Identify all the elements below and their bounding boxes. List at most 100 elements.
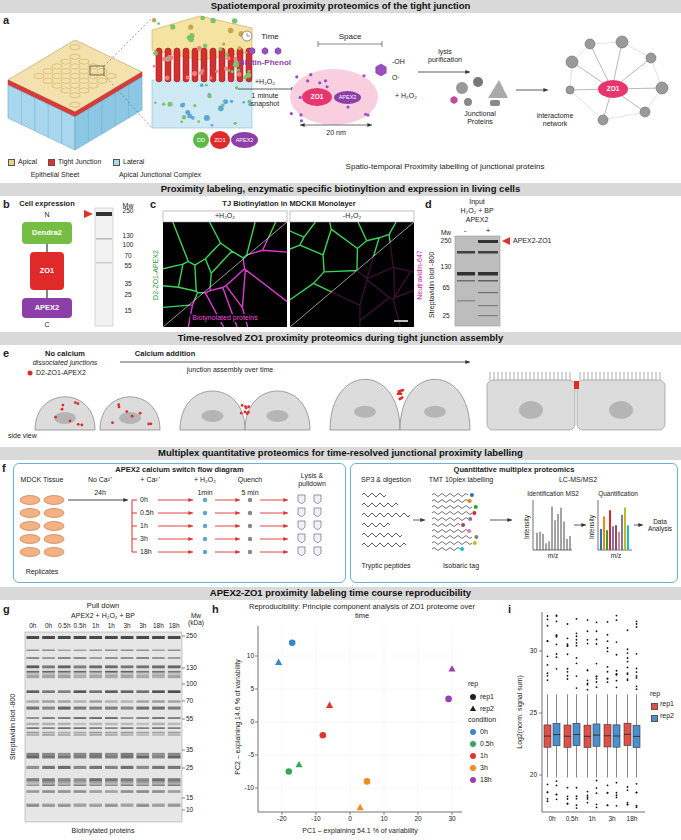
- zo1-dot: [74, 401, 77, 404]
- nucleus: [424, 406, 446, 418]
- legend-label: 1h: [480, 752, 488, 760]
- outlier: [627, 652, 629, 654]
- biotin-tag: [451, 96, 458, 104]
- protein-dot: [152, 18, 156, 22]
- tick: [539, 713, 542, 714]
- protein-dot: [180, 120, 183, 123]
- labelled-peptide: [432, 494, 468, 497]
- tube: [298, 495, 305, 504]
- box: [564, 725, 571, 747]
- arrow-line: [516, 90, 548, 91]
- cell-outline: [70, 45, 80, 51]
- arrow-head: [507, 518, 512, 522]
- figure-label: 20 nm: [326, 129, 345, 137]
- microvillus: [510, 372, 511, 380]
- tj-strand: [174, 48, 180, 82]
- culture-dish: [20, 548, 40, 557]
- tj-strand: [210, 48, 216, 82]
- outlier: [627, 678, 629, 680]
- blot-band: [136, 778, 149, 781]
- blot-band: [136, 675, 149, 678]
- blot-band: [74, 727, 87, 729]
- outlier: [596, 663, 598, 665]
- blot-band: [136, 734, 149, 736]
- blot-band: [42, 717, 55, 719]
- pca-point: [289, 640, 296, 647]
- figure-label: 130: [441, 263, 452, 270]
- pca-point: [357, 804, 364, 810]
- network-node: [656, 82, 668, 94]
- protein-shape: [473, 77, 483, 87]
- protein-dot: [204, 115, 210, 121]
- blot-band: [136, 636, 149, 639]
- peptide: [362, 523, 390, 527]
- band-arrowhead: [502, 237, 510, 245]
- blot-band: [105, 667, 118, 669]
- figure-label: Isobaric tag: [443, 562, 479, 570]
- clock-hand: [247, 36, 250, 37]
- microvillus: [580, 372, 581, 380]
- split-line: [290, 222, 414, 327]
- figure-label: 250: [123, 207, 134, 214]
- zoom-line: [104, 18, 152, 66]
- figure-label: -20: [277, 815, 286, 822]
- zo1-dot: [139, 412, 142, 415]
- zo1-dot: [80, 423, 83, 426]
- blot-band: [457, 272, 475, 276]
- arrow-head: [235, 511, 240, 515]
- cell-outline: [70, 83, 80, 89]
- tube: [298, 521, 305, 530]
- microvillus: [494, 372, 495, 380]
- blot-band: [42, 671, 55, 673]
- cell-outline: [70, 73, 80, 79]
- figure-label: C: [44, 321, 49, 329]
- space-bracket: [318, 44, 382, 45]
- blot-band: [168, 636, 181, 639]
- outlier: [596, 806, 598, 808]
- section-banner: APEX2-ZO1 proximity labeling time course…: [0, 587, 681, 600]
- spectrum-peak: [558, 514, 559, 550]
- zo1-dot: [247, 405, 250, 408]
- cell-outline: [79, 88, 89, 94]
- microvillus: [490, 372, 491, 380]
- blot-band: [74, 781, 87, 784]
- blot-band: [105, 671, 118, 674]
- outlier: [556, 793, 558, 795]
- blot-band: [152, 781, 165, 784]
- figure-label: APEX2: [466, 216, 489, 224]
- blot-band: [168, 784, 181, 785]
- blot-band: [168, 649, 181, 650]
- blot-band: [58, 804, 71, 805]
- scale-bar: [394, 320, 408, 322]
- figure-label: Epithelial Sheet: [31, 171, 80, 179]
- outlier: [596, 639, 598, 641]
- protein-dot: [157, 22, 160, 25]
- median: [613, 735, 620, 736]
- outlier: [607, 784, 609, 786]
- isobaric-tag: [474, 535, 478, 539]
- isobaric-tag: [468, 499, 472, 503]
- figure-label: 35: [124, 280, 131, 287]
- figure-label: 65: [442, 284, 449, 291]
- outlier: [596, 630, 598, 632]
- outlier: [616, 670, 618, 672]
- pca-point: [295, 761, 302, 767]
- protein-dot: [167, 55, 173, 61]
- spectrum-peak: [552, 507, 553, 550]
- microvillus: [644, 372, 645, 380]
- pca-point: [286, 768, 293, 775]
- protein-dot: [210, 18, 215, 23]
- figure-label: APEX2-ZO1: [513, 237, 552, 245]
- outlier: [576, 635, 578, 637]
- blot-band: [152, 707, 165, 710]
- blot-band: [136, 756, 149, 758]
- outlier: [547, 615, 549, 617]
- western-blot: [25, 632, 182, 822]
- blot-band: [27, 671, 40, 674]
- tube: [314, 521, 321, 530]
- tj-strand: [201, 48, 207, 82]
- figure-label: 130: [186, 664, 197, 671]
- blot-band: [27, 805, 40, 807]
- tick: [182, 810, 185, 811]
